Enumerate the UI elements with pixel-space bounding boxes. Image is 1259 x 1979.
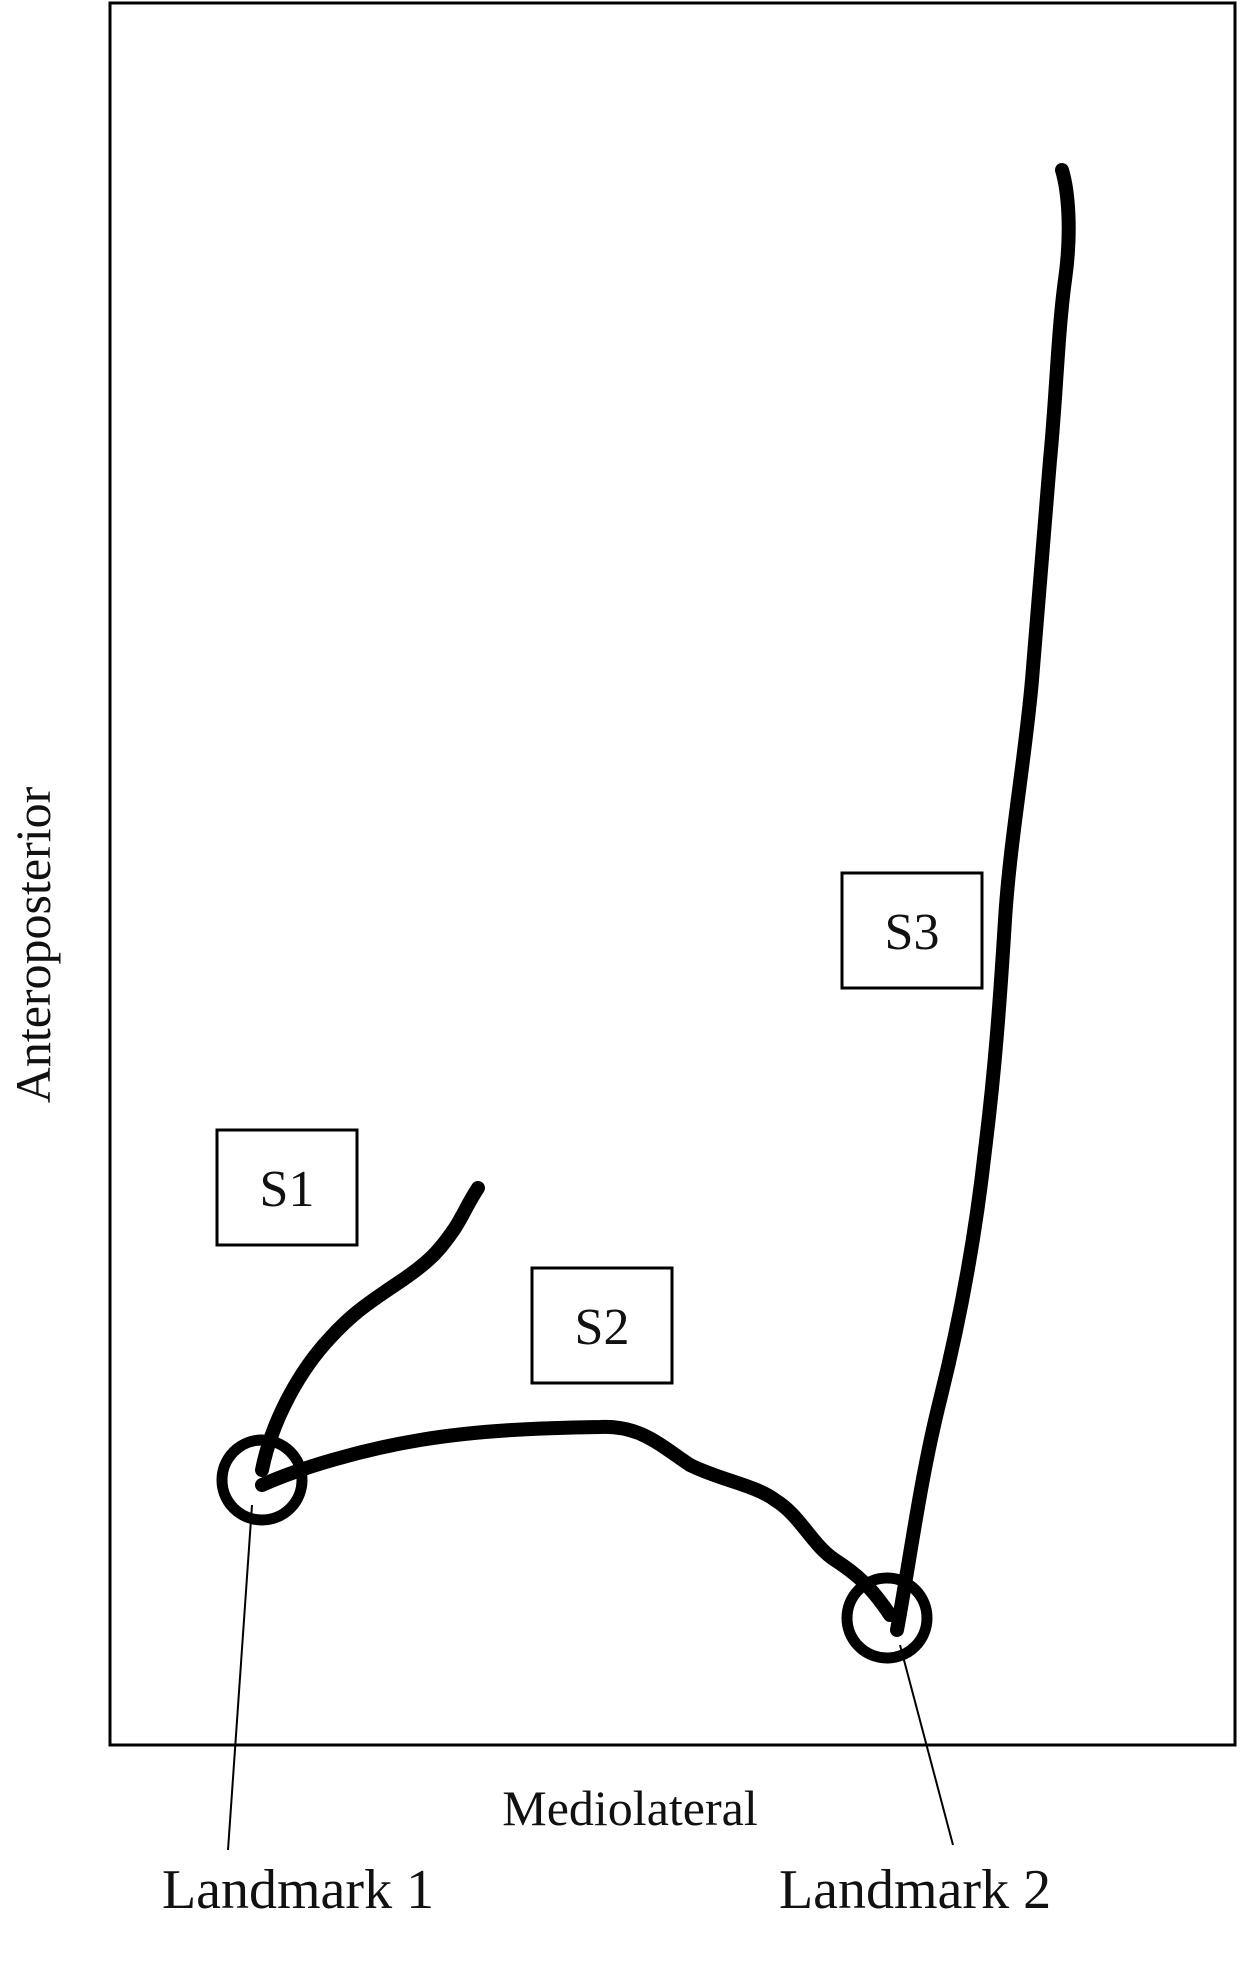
segment-label-s2: S2 <box>530 1266 674 1385</box>
curve-s2 <box>255 1419 897 1622</box>
segment-label-s1: S1 <box>215 1128 359 1247</box>
segment-label-s2-text: S2 <box>575 1299 630 1356</box>
segment-label-s3: S3 <box>840 871 984 990</box>
landmark-1-circle <box>216 1434 308 1526</box>
segment-label-s3-text: S3 <box>885 904 940 961</box>
curve-s3 <box>890 163 1076 1637</box>
landmark-2-label: Landmark 2 <box>779 1859 1051 1921</box>
segment-label-s1-text: S1 <box>260 1161 315 1218</box>
x-axis-label: Mediolateral <box>502 1780 757 1836</box>
y-axis-label: Anteroposterior <box>5 786 61 1103</box>
curve-s1 <box>255 1181 485 1477</box>
landmark-1-leader <box>227 1504 253 1851</box>
landmark-2-leader <box>899 1644 954 1846</box>
landmark-1-label: Landmark 1 <box>162 1859 434 1921</box>
plot-frame <box>108 1 1237 1747</box>
landmark-2-circle <box>841 1572 933 1664</box>
